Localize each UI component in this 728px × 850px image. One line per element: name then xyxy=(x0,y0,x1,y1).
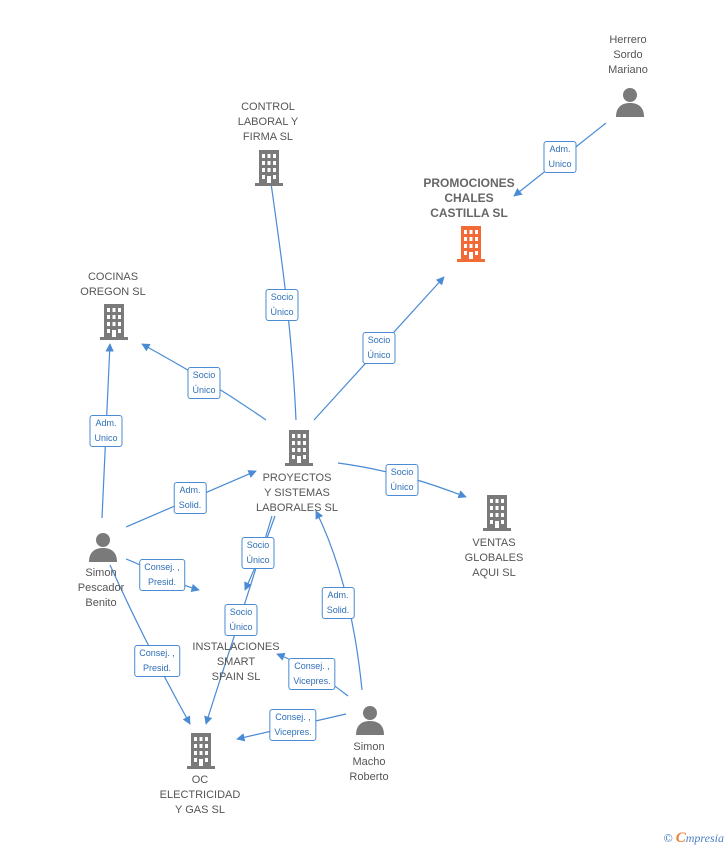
node-label-cocinas[interactable]: COCINAS OREGON SL xyxy=(80,271,146,298)
node-label-control[interactable]: CONTROL LABORAL Y FIRMA SL xyxy=(237,101,299,143)
brand-watermark[interactable]: ©Cmpresia xyxy=(664,830,724,847)
edge-label-macho-oc[interactable]: Consej. , Vicepres. xyxy=(269,709,317,741)
copyright-icon: © xyxy=(663,831,673,845)
edge-label-macho-instalaciones[interactable]: Consej. , Vicepres. xyxy=(288,658,336,690)
brand-logo-text: mpresia xyxy=(685,831,724,845)
node-label-simon-macho[interactable]: Simon Macho Roberto xyxy=(349,741,389,783)
node-label-ventas[interactable]: VENTAS GLOBALES AQUI SL xyxy=(464,537,524,579)
edge-label-proyectos-oc[interactable]: Socio Único xyxy=(224,604,258,636)
edge-label-proyectos-ventas[interactable]: Socio Único xyxy=(385,464,419,496)
edge-pescador-oc xyxy=(109,564,191,725)
building-icon xyxy=(285,430,313,466)
edge-label-herrero-promociones[interactable]: Adm. Unico xyxy=(543,141,577,173)
brand-logo-initial: C xyxy=(675,830,686,846)
building-icon xyxy=(457,226,485,262)
edge-label-proyectos-control[interactable]: Socio Único xyxy=(265,289,299,321)
node-label-proyectos[interactable]: PROYECTOS Y SISTEMAS LABORALES SL xyxy=(256,472,338,514)
edge-label-macho-proyectos[interactable]: Adm. Solid. xyxy=(321,587,355,619)
person-icon xyxy=(616,88,644,117)
node-label-promociones[interactable]: PROMOCIONES CHALES CASTILLA SL xyxy=(423,176,515,220)
building-icon xyxy=(100,304,128,340)
person-icon xyxy=(89,533,117,562)
person-icon xyxy=(356,706,384,735)
edge-label-pescador-proyectos[interactable]: Adm. Solid. xyxy=(173,482,207,514)
node-label-instalaciones[interactable]: INSTALACIONES SMART SPAIN SL xyxy=(192,641,280,683)
edge-label-pescador-instalaciones[interactable]: Consej. , Presid. xyxy=(139,559,185,591)
node-label-oc[interactable]: OC ELECTRICIDAD Y GAS SL xyxy=(159,774,241,816)
building-icon xyxy=(255,150,283,186)
edge-label-pescador-oc[interactable]: Consej. , Presid. xyxy=(134,645,180,677)
edge-label-pescador-cocinas[interactable]: Adm. Unico xyxy=(89,415,123,447)
node-label-herrero[interactable]: Herrero Sordo Mariano xyxy=(608,34,648,76)
edge-label-proyectos-cocinas[interactable]: Socio Único xyxy=(187,367,221,399)
edge-label-proyectos-promociones[interactable]: Socio Único xyxy=(362,332,396,364)
building-icon xyxy=(187,733,215,769)
node-label-simon-pescador[interactable]: Simon Pescador Benito xyxy=(77,567,125,609)
edge-label-proyectos-instalaciones[interactable]: Socio Único xyxy=(241,537,275,569)
building-icon xyxy=(483,495,511,531)
